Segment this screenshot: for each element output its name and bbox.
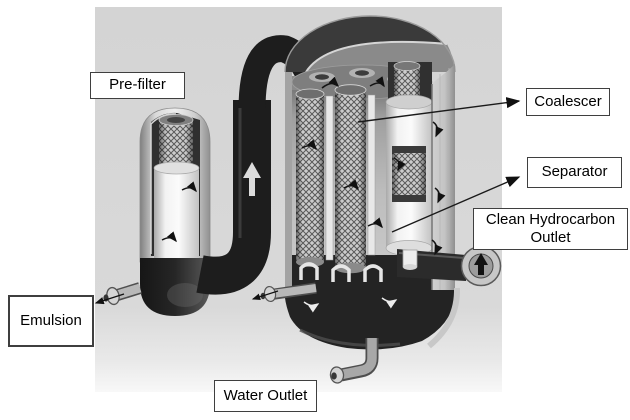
flow-arrow-icon <box>367 217 383 229</box>
flow-arrow-icon <box>431 239 443 256</box>
drain-tubes <box>299 262 383 282</box>
flow-arrows <box>161 76 446 313</box>
flow-arrow-icon <box>301 139 317 151</box>
main-vessel <box>284 15 461 350</box>
flow-arrow-icon <box>303 301 320 313</box>
flow-arrow-icon <box>161 231 177 243</box>
flow-arrow-icon <box>432 121 444 138</box>
flow-arrow-icon <box>393 157 406 172</box>
flow-arrow-icon <box>369 76 385 88</box>
coalescer-leader-arrow <box>357 97 521 123</box>
separator-label: Separator <box>527 157 622 188</box>
clean-hydrocarbon-outlet-label: Clean Hydrocarbon Outlet <box>473 208 628 250</box>
separator-leader-arrow <box>391 176 521 233</box>
clean-outlet <box>397 245 502 287</box>
flow-arrow-icon <box>321 76 340 89</box>
flow-arrow-icon <box>434 187 446 204</box>
emulsion-inlet-arrow-icon <box>94 293 125 305</box>
flow-arrow-icon <box>181 181 197 193</box>
inlet-pipe <box>251 282 317 303</box>
outlet-up-arrow-icon <box>474 253 488 275</box>
coalescer-label: Coalescer <box>526 88 610 116</box>
emulsion-inlet-pipe <box>94 282 142 306</box>
water-outlet-label: Water Outlet <box>214 380 317 412</box>
flow-arrow-icon <box>381 297 398 309</box>
up-arrow-icon <box>243 162 261 196</box>
emulsion-label: Emulsion <box>8 295 94 347</box>
leader-lines <box>357 97 521 233</box>
flow-arrow-icon <box>343 179 359 191</box>
inlet-arrow-icon <box>251 290 279 301</box>
prefilter-label: Pre-filter <box>90 72 185 99</box>
separator-element <box>385 94 433 256</box>
water-outlet-pipe <box>329 338 379 384</box>
